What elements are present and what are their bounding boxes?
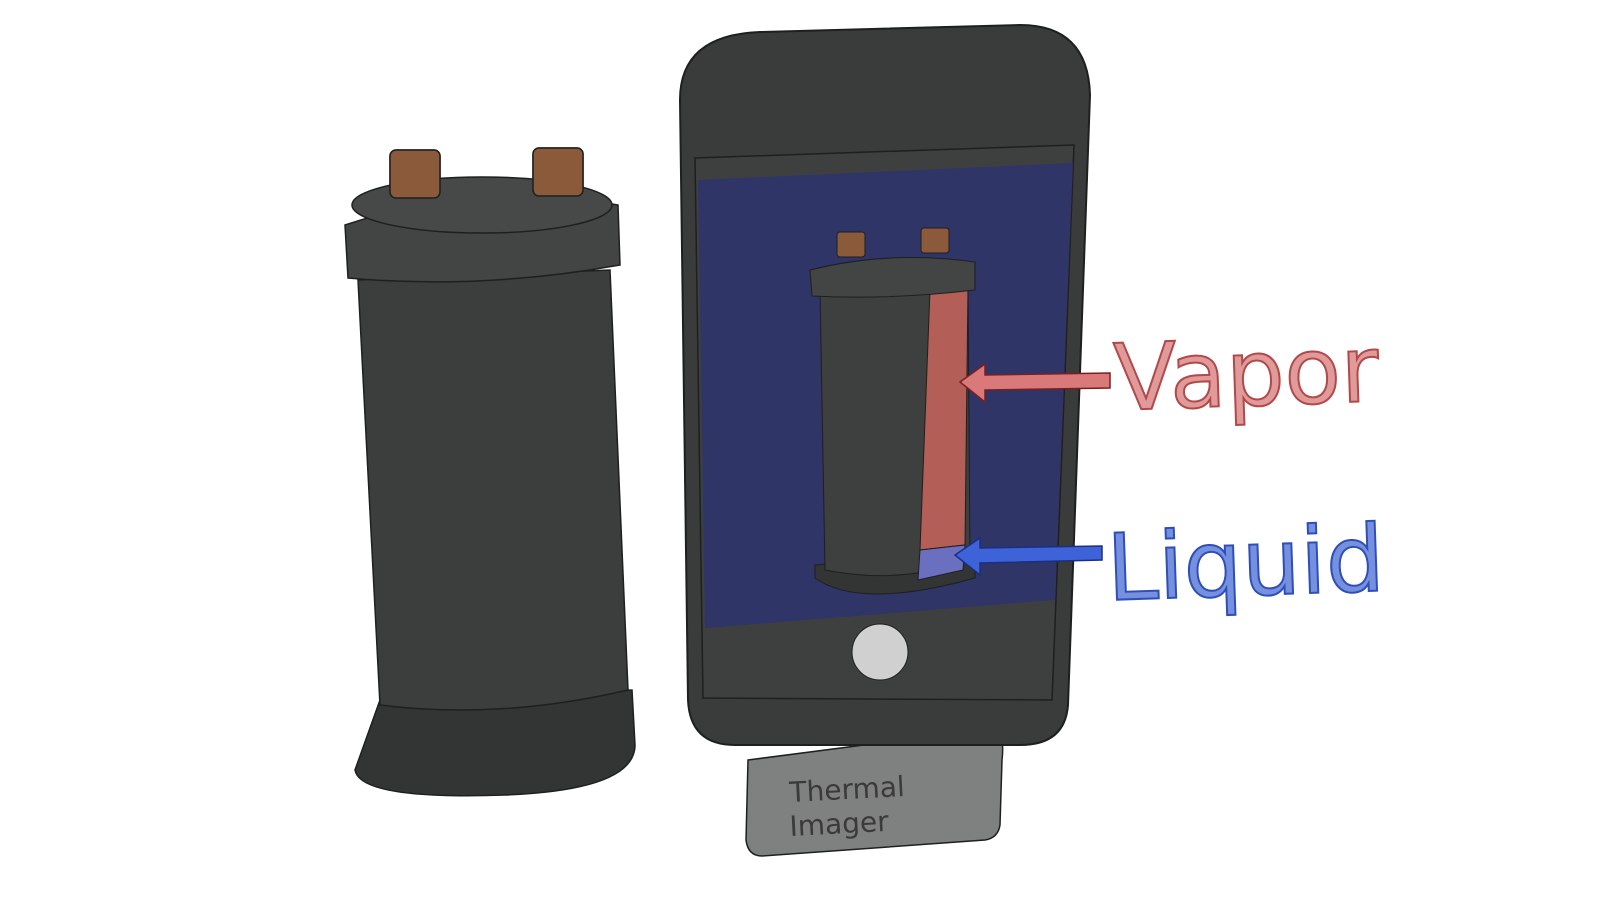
thermal-imager-device: Thermal Imager (745, 727, 1004, 857)
tank-base (354, 689, 636, 797)
vapor-label: Vapor (1112, 316, 1380, 432)
device-label-line2: Imager (789, 805, 890, 843)
home-button[interactable] (851, 623, 909, 681)
liquid-region (917, 544, 966, 581)
device-label-line1: Thermal (788, 770, 906, 809)
tank-body (357, 269, 629, 711)
liquid-arrow (953, 536, 1103, 577)
vapor-arrow (958, 362, 1111, 404)
receiver-tank (344, 147, 636, 797)
smartphone (678, 23, 1092, 746)
thermal-tank-image (809, 227, 976, 595)
liquid-label: Liquid (1105, 505, 1386, 622)
